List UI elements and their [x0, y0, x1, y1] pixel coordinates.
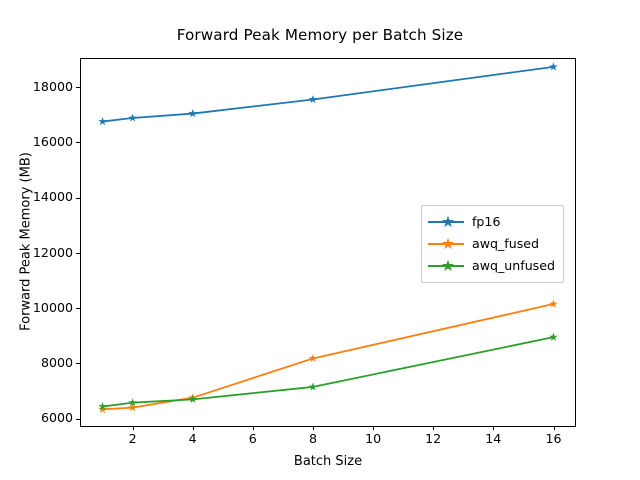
y-tick-label: 18000: [32, 78, 73, 94]
x-tick-label: 2: [128, 431, 137, 446]
legend-item-awq_unfused[interactable]: awq_unfused: [428, 255, 555, 277]
x-tick-label: 6: [248, 431, 257, 446]
x-tick-mark: [132, 426, 134, 430]
series-line-fp16: [101, 65, 555, 123]
star-marker-icon: [441, 215, 455, 228]
y-tick-mark: [76, 87, 80, 89]
x-tick-label: 14: [485, 431, 502, 446]
y-tick-mark: [76, 197, 80, 199]
x-tick-label: 12: [425, 431, 442, 446]
y-tick-mark: [76, 252, 80, 254]
legend-item-awq_fused[interactable]: awq_fused: [428, 233, 555, 255]
data-point-marker: [549, 299, 558, 308]
legend-label: awq_fused: [472, 236, 540, 251]
x-tick-mark: [493, 426, 495, 430]
x-axis-label: Batch Size: [293, 454, 363, 469]
x-tick-mark: [553, 426, 555, 430]
y-tick-mark: [76, 363, 80, 365]
y-tick-mark: [76, 308, 80, 310]
x-tick-mark: [252, 426, 254, 430]
legend-swatch-icon: [428, 237, 464, 251]
y-tick-label: 16000: [32, 134, 73, 149]
chart-legend[interactable]: fp16 awq_fused awq_unfused: [421, 205, 564, 283]
y-tick-mark: [76, 418, 80, 420]
series-line-awq_fused: [101, 303, 555, 411]
y-axis-label: Forward Peak Memory (MB): [18, 152, 34, 331]
y-tick-label: 14000: [32, 189, 73, 205]
legend-swatch-icon: [428, 215, 464, 229]
x-tick-mark: [192, 426, 194, 430]
y-tick-label: 12000: [32, 244, 73, 260]
x-tick-label: 10: [365, 431, 382, 446]
star-marker-icon: [441, 259, 455, 272]
x-tick-mark: [373, 426, 375, 430]
legend-label: awq_unfused: [472, 258, 555, 273]
y-tick-mark: [76, 142, 80, 144]
x-tick-mark: [313, 426, 315, 430]
legend-label: fp16: [472, 214, 501, 229]
y-tick-label: 8000: [40, 355, 73, 371]
y-axis-tick-labels: 6000 8000 10000 12000 14000 16000 18000: [15, 0, 73, 480]
plot-series-layer: [98, 62, 558, 413]
star-marker-icon: [441, 237, 455, 250]
x-tick-label: 16: [545, 431, 562, 446]
data-point-marker: [549, 332, 558, 341]
legend-item-fp16[interactable]: fp16: [428, 211, 555, 233]
x-tick-mark: [433, 426, 435, 430]
chart-title: Forward Peak Memory per Batch Size: [176, 26, 464, 44]
x-tick-label: 4: [188, 431, 197, 446]
y-tick-label: 6000: [40, 410, 73, 426]
legend-swatch-icon: [428, 259, 464, 273]
series-line-awq_unfused: [101, 336, 555, 408]
y-tick-label: 10000: [32, 299, 73, 315]
x-tick-label: 8: [308, 431, 317, 446]
